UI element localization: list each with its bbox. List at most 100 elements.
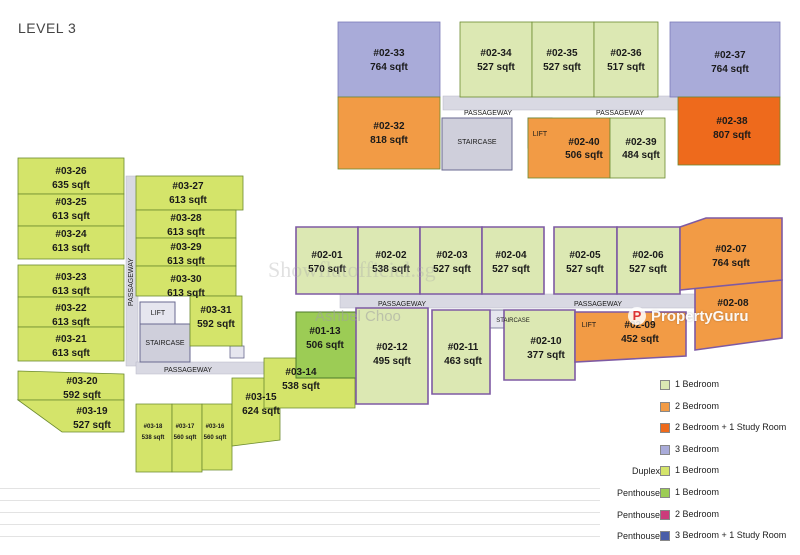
staircase-label: STAIRCASE (145, 340, 184, 347)
legend-label: 1 Bedroom (675, 379, 720, 389)
unit-shape (527, 117, 611, 179)
legend-item: 3 Bedroom (605, 441, 795, 463)
legend-label: 1 Bedroom (675, 465, 720, 476)
unit-area: 764 sqft (711, 64, 749, 75)
legend-swatch (660, 444, 670, 455)
unit-area: 592 sqft (63, 390, 101, 401)
legend-item: 1 Bedroom (605, 376, 795, 398)
unit-id: #02-39 (625, 137, 657, 148)
unit-id: #02-38 (716, 116, 748, 127)
unit-shape (355, 307, 429, 405)
legend-label: 1 Bedroom (675, 486, 720, 497)
unit-id: #01-13 (309, 326, 341, 337)
unit-area: 560 sqft (204, 435, 227, 441)
legend-prefix: Duplex (631, 466, 660, 477)
unit-area: 452 sqft (621, 334, 659, 345)
legend-item: 2 Bedroom + 1 Study Room (605, 419, 795, 441)
unit-area: 527 sqft (73, 420, 111, 431)
legend-prefix: Penthouse (616, 487, 660, 498)
staircase-label: STAIRCASE (496, 318, 530, 324)
legend-label: 2 Bedroom (675, 400, 720, 411)
legend-item: Penthouse 1 Bedroom (605, 484, 795, 506)
unit-area: 592 sqft (197, 319, 235, 330)
lift-label: LIFT (533, 131, 548, 138)
unit-id: #02-40 (568, 137, 600, 148)
unit-area: 517 sqft (607, 62, 645, 73)
unit-shape (431, 309, 491, 395)
unit-area: 613 sqft (52, 243, 90, 254)
unit-area: 538 sqft (282, 381, 320, 392)
unit-shape (669, 21, 781, 98)
legend-item: Penthouse 3 Bedroom + 1 Study Room (605, 527, 795, 549)
passageway-label: PASSAGEWAY (164, 367, 212, 374)
legend: 1 Bedroom 2 Bedroom 2 Bedroom + 1 Study … (605, 376, 795, 549)
service-box (229, 345, 245, 359)
unit-shape (135, 265, 237, 297)
unit-id: #03-27 (172, 181, 204, 192)
legend-label: 2 Bedroom (675, 508, 720, 519)
unit-shape (593, 21, 659, 98)
unit-id: #03-21 (55, 334, 87, 345)
unit-area: 613 sqft (167, 288, 205, 299)
unit-id: #02-34 (480, 48, 512, 59)
unit-id: #03-30 (170, 274, 202, 285)
unit-area: 613 sqft (167, 227, 205, 238)
background-stripes (0, 488, 600, 548)
legend-item: Penthouse 2 Bedroom (605, 506, 795, 528)
unit-area: 635 sqft (52, 180, 90, 191)
unit-area: 527 sqft (492, 264, 530, 275)
unit-id: #02-12 (376, 342, 408, 353)
unit-id: #03-25 (55, 197, 87, 208)
unit-id: #03-22 (55, 303, 87, 314)
legend-item: Duplex 1 Bedroom (605, 462, 795, 484)
staircase-label: STAIRCASE (457, 139, 496, 146)
legend-label: 3 Bedroom + 1 Study Room (675, 530, 787, 541)
unit-id: #03-31 (200, 305, 232, 316)
unit-area: 818 sqft (370, 135, 408, 146)
legend-prefix: Penthouse (616, 509, 660, 520)
unit-id: #02-03 (436, 250, 468, 261)
unit-area: 484 sqft (622, 150, 660, 161)
unit-id: #02-37 (714, 50, 746, 61)
unit-area: 463 sqft (444, 356, 482, 367)
unit-shape (337, 21, 441, 98)
unit-area: 495 sqft (373, 356, 411, 367)
lift (139, 301, 176, 325)
unit-shape (574, 311, 687, 363)
passageway-label: PASSAGEWAY (596, 110, 644, 117)
unit-id: #03-18 (144, 424, 163, 430)
unit-id: #02-35 (546, 48, 578, 59)
unit-id: #02-36 (610, 48, 642, 59)
unit-area: 527 sqft (433, 264, 471, 275)
unit-area: 807 sqft (713, 130, 751, 141)
unit-area: 613 sqft (52, 317, 90, 328)
unit-id: #02-33 (373, 48, 405, 59)
legend-swatch (660, 401, 670, 412)
legend-swatch (660, 380, 670, 390)
legend-prefix: Penthouse (616, 531, 660, 542)
unit-shape (135, 237, 237, 267)
unit-area: 764 sqft (370, 62, 408, 73)
legend-swatch (660, 466, 670, 477)
unit-shape (531, 21, 595, 98)
passageway-label: PASSAGEWAY (128, 258, 135, 306)
propertyguru-logo-icon: P (628, 307, 646, 325)
unit-shape (17, 264, 125, 298)
unit-shape (171, 403, 203, 473)
unit-id: #03-14 (285, 367, 317, 378)
unit-area: 613 sqft (169, 195, 207, 206)
unit-id: #02-11 (448, 342, 479, 353)
unit-area: 624 sqft (242, 406, 280, 417)
unit-id: #02-32 (373, 121, 405, 132)
passageway-label: PASSAGEWAY (464, 110, 512, 117)
unit-shape (609, 117, 666, 179)
legend-swatch (660, 531, 670, 542)
unit-shape (135, 175, 244, 211)
propertyguru-watermark: PropertyGuru (651, 308, 749, 325)
level-title: LEVEL 3 (18, 20, 77, 36)
passageway-label: PASSAGEWAY (378, 301, 426, 308)
unit-id: #02-06 (632, 250, 664, 261)
legend-label: 2 Bedroom + 1 Study Room (675, 422, 787, 433)
unit-id: #03-24 (55, 229, 87, 240)
unit-id: #03-29 (170, 242, 202, 253)
